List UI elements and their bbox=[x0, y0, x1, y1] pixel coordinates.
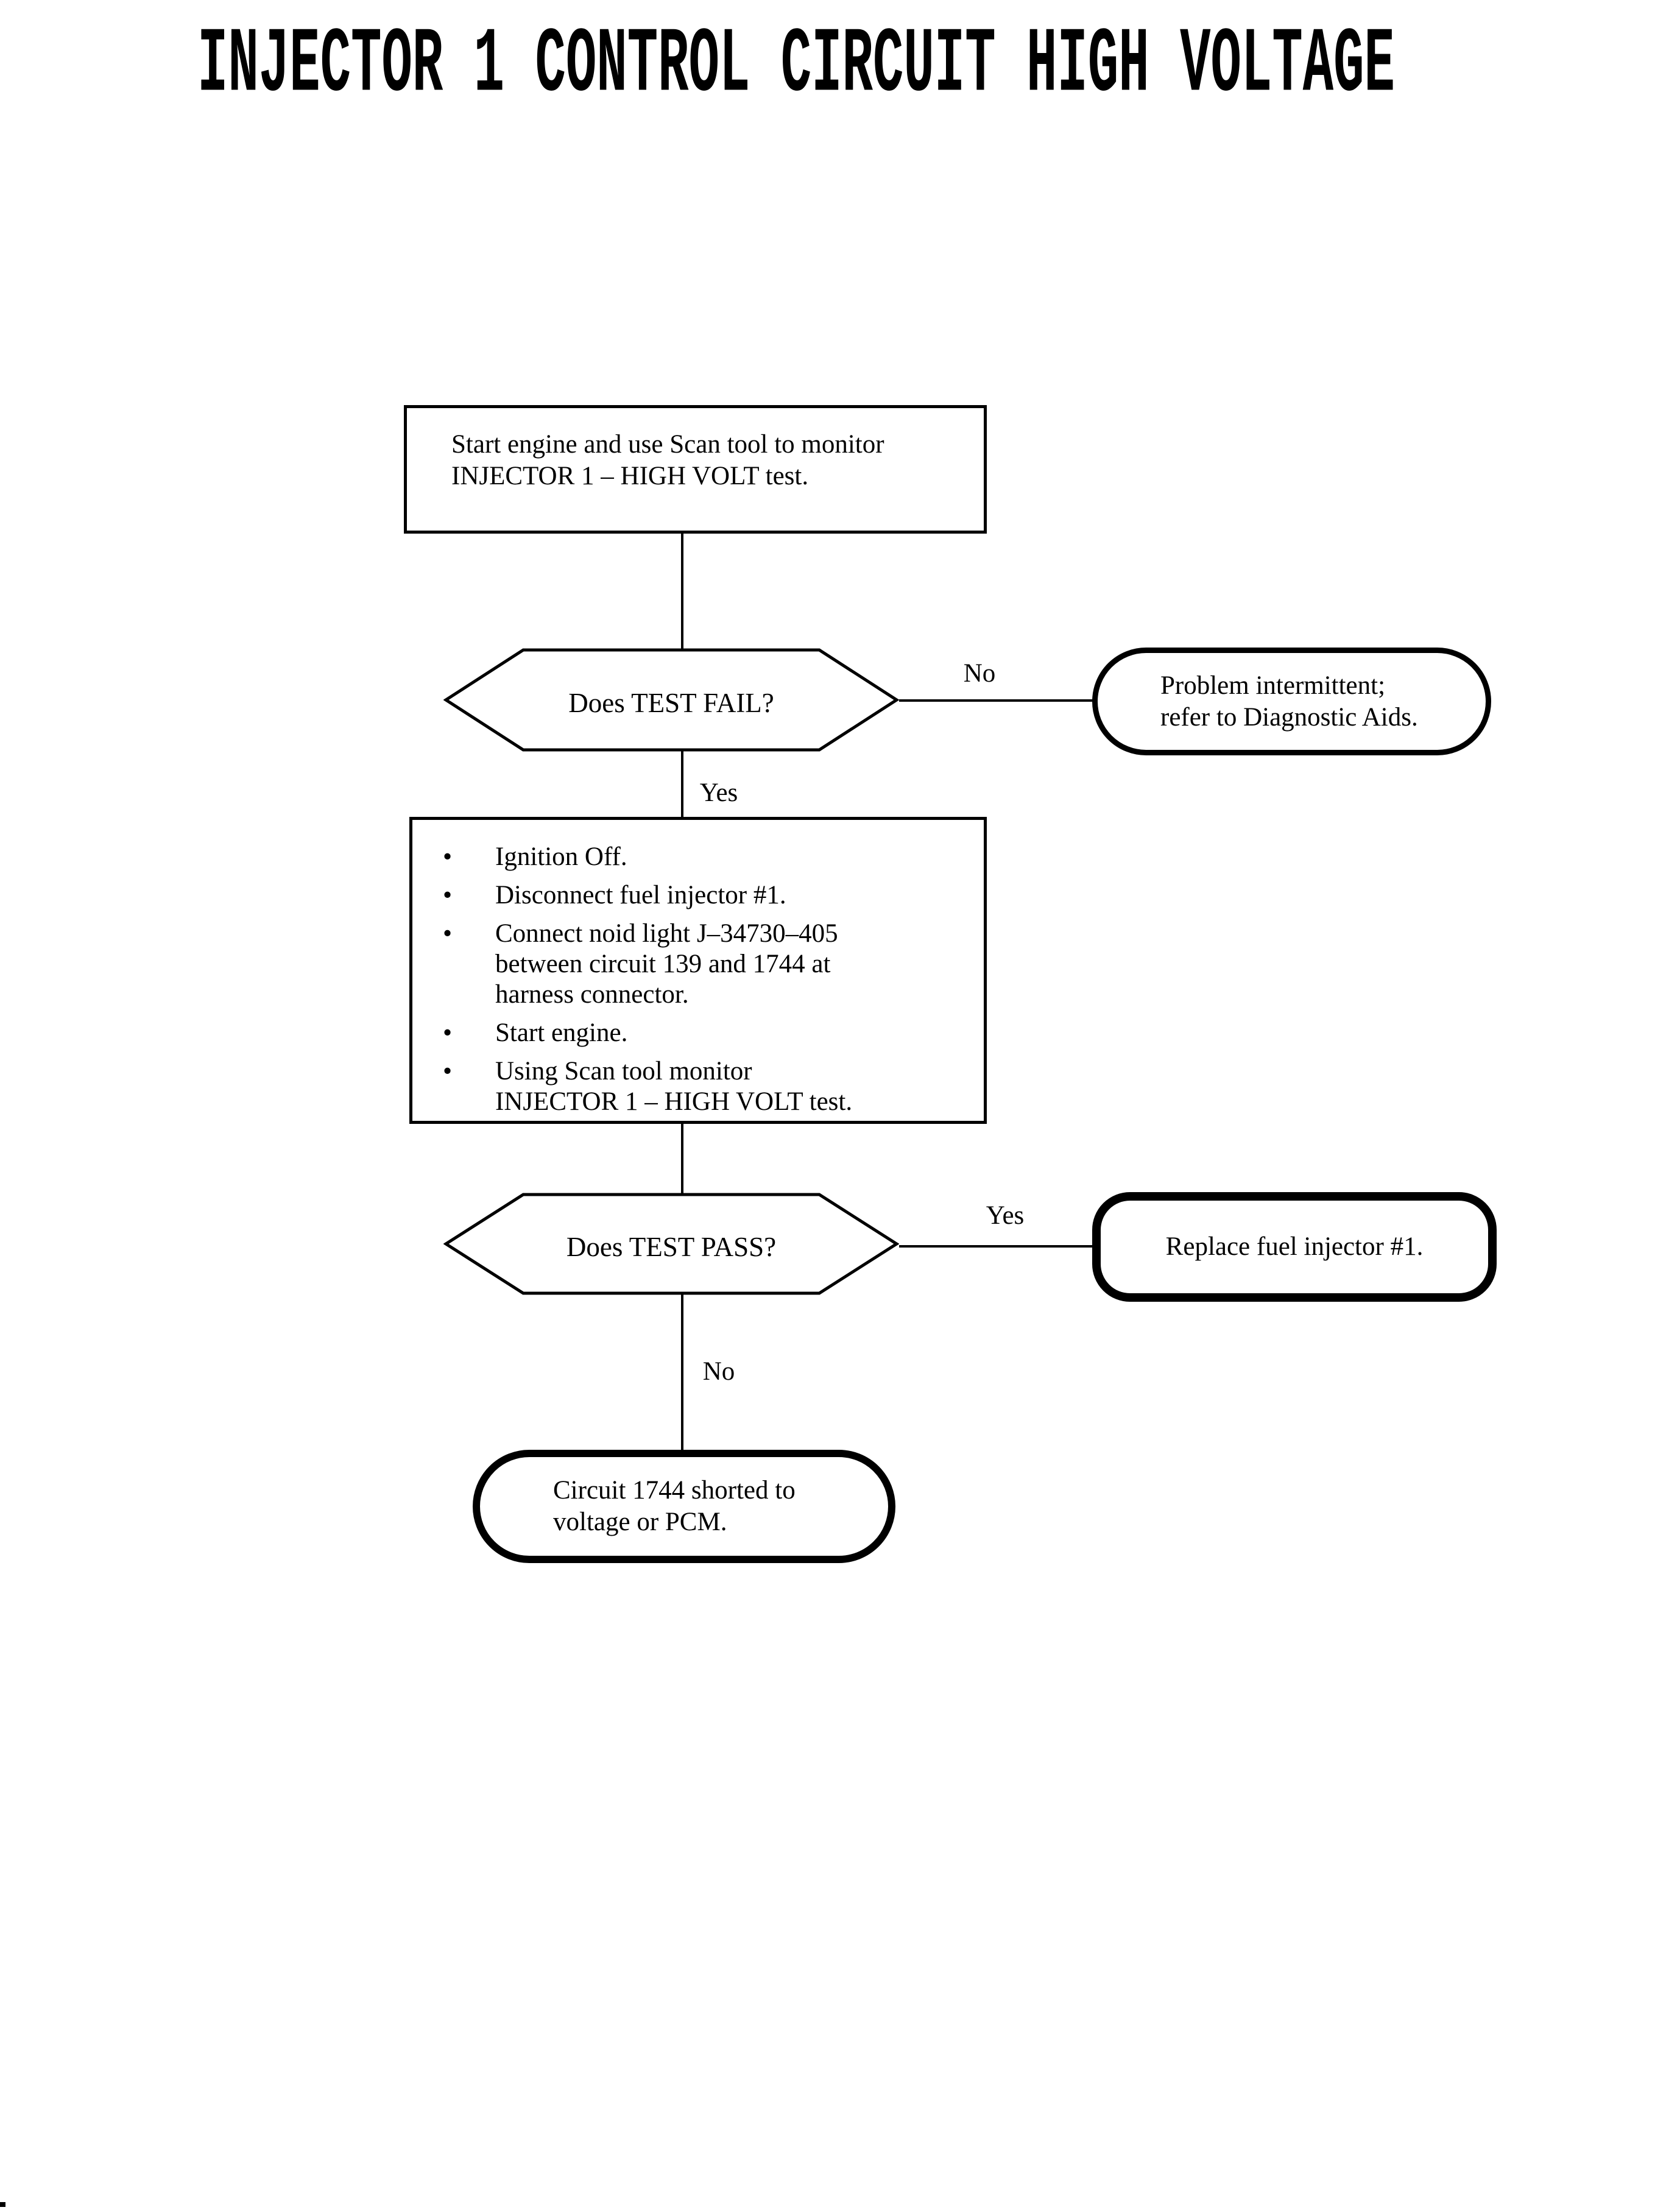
list-item: • Disconnect fuel injector #1. bbox=[412, 880, 984, 911]
bullet-text: Using Scan tool monitor INJECTOR 1 – HIG… bbox=[495, 1057, 853, 1116]
bullet-text: Connect noid light J–34730–405 between c… bbox=[495, 919, 838, 1009]
edge-label-yes-2: Yes bbox=[986, 1201, 1025, 1230]
circuit-shorted-text: Circuit 1744 shorted to voltage or PCM. bbox=[553, 1476, 796, 1536]
bullet-text: Start engine. bbox=[495, 1019, 628, 1047]
bullet-icon: • bbox=[443, 881, 453, 909]
circuit-shorted-terminal: Circuit 1744 shorted to voltage or PCM. bbox=[473, 1450, 895, 1563]
decision-test-pass-hexagon: Does TEST PASS? bbox=[443, 1192, 899, 1296]
decision-test-fail-hexagon: Does TEST FAIL? bbox=[443, 648, 899, 752]
list-item: • Ignition Off. bbox=[412, 842, 984, 872]
list-item: • Start engine. bbox=[412, 1018, 984, 1048]
bullet-icon: • bbox=[443, 842, 453, 871]
actions-process-box: • Ignition Off. • Disconnect fuel inject… bbox=[409, 817, 987, 1124]
list-item: • Connect noid light J–34730–405 between… bbox=[412, 919, 984, 1010]
replace-injector-terminal: Replace fuel injector #1. bbox=[1092, 1192, 1497, 1302]
edge-label-no-1: No bbox=[963, 659, 996, 688]
problem-intermittent-text: Problem intermittent; refer to Diagnosti… bbox=[1160, 671, 1418, 732]
bullet-text: Disconnect fuel injector #1. bbox=[495, 881, 786, 909]
hexagon-shape bbox=[443, 1193, 899, 1295]
problem-intermittent-terminal: Problem intermittent; refer to Diagnosti… bbox=[1092, 648, 1491, 755]
bullet-icon: • bbox=[443, 1057, 453, 1086]
bullet-text: Ignition Off. bbox=[495, 842, 627, 871]
connector-start-to-fail-decision bbox=[681, 534, 683, 649]
list-item: • Using Scan tool monitor INJECTOR 1 – H… bbox=[412, 1056, 984, 1117]
page-title: INJECTOR 1 CONTROL CIRCUIT HIGH VOLTAGE bbox=[197, 14, 1395, 119]
edge-label-yes-1: Yes bbox=[699, 778, 738, 807]
bullet-icon: • bbox=[443, 1019, 453, 1047]
start-process-text: Start engine and use Scan tool to monito… bbox=[451, 430, 884, 490]
replace-injector-text: Replace fuel injector #1. bbox=[1165, 1232, 1424, 1261]
start-process-box: Start engine and use Scan tool to monito… bbox=[404, 405, 987, 534]
decision-test-pass-label: Does TEST PASS? bbox=[566, 1232, 777, 1262]
scan-artifact-dot bbox=[0, 2202, 5, 2207]
connector-pass-yes bbox=[899, 1245, 1095, 1248]
connector-actions-to-pass-decision bbox=[681, 1124, 683, 1193]
edge-label-no-2: No bbox=[702, 1357, 735, 1386]
hexagon-shape bbox=[443, 648, 899, 752]
connector-fail-no bbox=[899, 699, 1095, 702]
connector-pass-no bbox=[681, 1294, 683, 1450]
decision-test-fail-label: Does TEST FAIL? bbox=[568, 688, 774, 718]
connector-fail-yes bbox=[681, 751, 683, 817]
bullet-icon: • bbox=[443, 919, 453, 948]
